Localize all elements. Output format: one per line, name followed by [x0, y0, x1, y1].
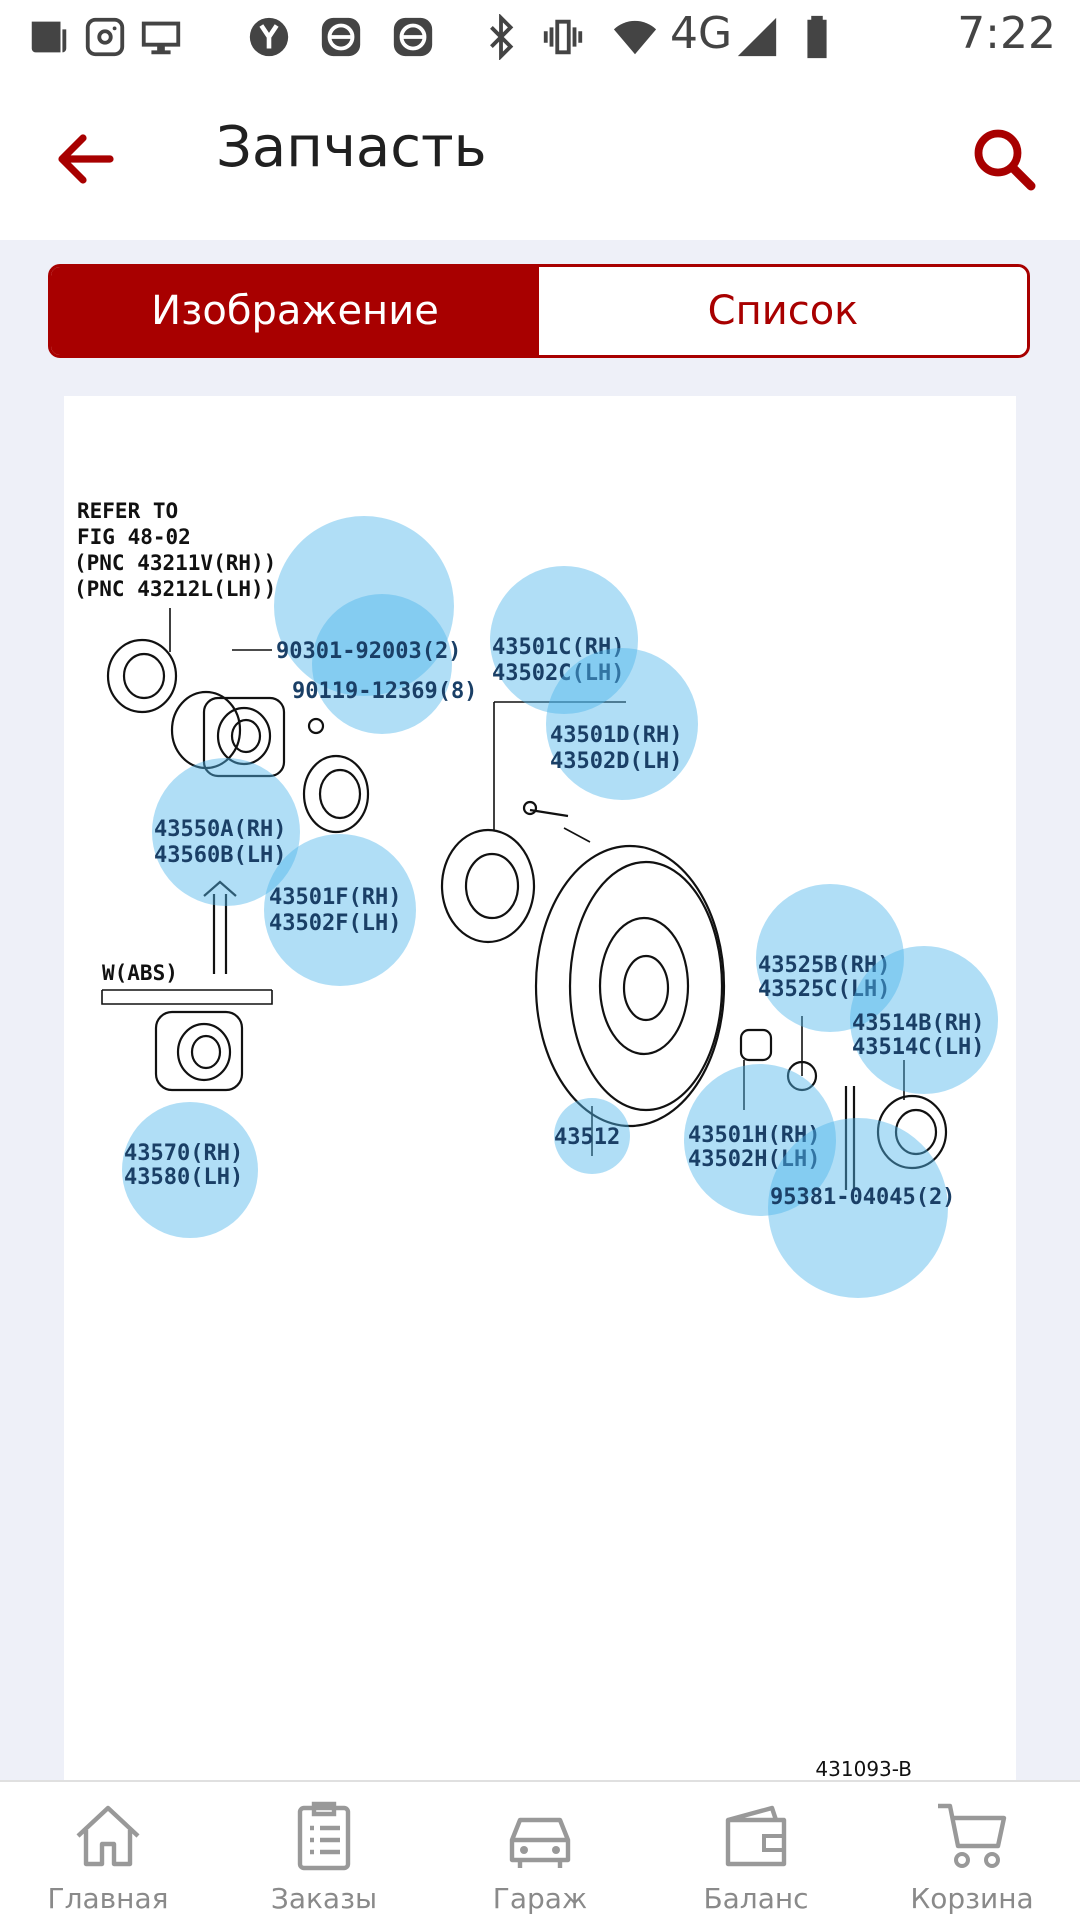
- svg-text:90301-92003(2): 90301-92003(2): [276, 639, 461, 664]
- nav-home-label: Главная: [47, 1882, 169, 1915]
- hotspot-43501H[interactable]: 43501H(RH) 43502H(LH): [684, 1064, 836, 1216]
- hotspot-43512[interactable]: 43512: [554, 1098, 630, 1174]
- refer-note-line-4: (PNC 43212L(LH)): [74, 577, 276, 601]
- svg-text:43580(LH): 43580(LH): [124, 1165, 243, 1190]
- svg-text:43502D(LH): 43502D(LH): [550, 749, 682, 774]
- hotspot-43501D[interactable]: 43501D(RH) 43502D(LH): [546, 648, 698, 800]
- status-bar: 4G 7:22: [0, 0, 1080, 75]
- nav-balance-label: Баланс: [703, 1882, 809, 1915]
- svg-text:43501C(RH): 43501C(RH): [492, 635, 624, 660]
- signal-icon: [737, 17, 777, 57]
- news-icon: [31, 21, 67, 53]
- bluetooth-icon: [490, 14, 514, 60]
- vibrate-icon: [543, 19, 583, 55]
- nav-garage[interactable]: Гараж: [432, 1782, 648, 1922]
- page-title: Запчасть: [216, 115, 487, 180]
- nav-cart[interactable]: Корзина: [864, 1782, 1080, 1922]
- diagram-canvas: REFER TO FIG 48-02 (PNC 43211V(RH)) (PNC…: [74, 499, 998, 1780]
- nav-cart-label: Корзина: [910, 1882, 1034, 1915]
- instagram-icon: [85, 17, 125, 57]
- refer-note-line-3: (PNC 43211V(RH)): [74, 551, 276, 575]
- search-icon[interactable]: [968, 123, 1040, 195]
- cart-icon: [938, 1803, 1007, 1868]
- svg-text:95381-04045(2): 95381-04045(2): [770, 1185, 955, 1210]
- bottom-navigation: Главная Заказы Гараж Баланс Корзина: [0, 1780, 1080, 1922]
- home-icon: [76, 1805, 140, 1867]
- e-app-icon-2: [393, 17, 433, 57]
- wifi-icon: [613, 20, 657, 55]
- part-drawings: [101, 608, 948, 1190]
- svg-text:43501H(RH): 43501H(RH): [688, 1123, 820, 1148]
- app-bar: Запчасть: [0, 75, 1080, 240]
- nav-orders-label: Заказы: [270, 1882, 378, 1915]
- back-arrow-icon[interactable]: [50, 123, 122, 195]
- hotspot-43525B[interactable]: 43525B(RH) 43525C(LH): [756, 884, 904, 1032]
- hotspot-90301-92003[interactable]: 90301-92003(2) 90119-12369(8): [274, 516, 477, 734]
- tab-list[interactable]: Список: [539, 267, 1027, 355]
- nav-orders[interactable]: Заказы: [216, 1782, 432, 1922]
- svg-text:43502F(LH): 43502F(LH): [269, 911, 401, 936]
- svg-text:43525B(RH): 43525B(RH): [758, 953, 890, 978]
- figure-id: 431093-B: [815, 1757, 912, 1780]
- svg-text:43502C(LH): 43502C(LH): [492, 661, 624, 686]
- hotspot-43550A[interactable]: 43550A(RH) 43560B(LH): [152, 758, 300, 906]
- svg-text:43514C(LH): 43514C(LH): [852, 1035, 984, 1060]
- parts-diagram: REFER TO FIG 48-02 (PNC 43211V(RH)) (PNC…: [64, 396, 1016, 1780]
- refer-note-line-1: REFER TO: [77, 499, 178, 523]
- svg-text:43560B(LH): 43560B(LH): [154, 843, 286, 868]
- svg-text:43501D(RH): 43501D(RH): [550, 723, 682, 748]
- nav-balance[interactable]: Баланс: [648, 1782, 864, 1922]
- hotspot-43570[interactable]: 43570(RH) 43580(LH): [122, 1102, 258, 1238]
- orders-icon: [297, 1801, 351, 1871]
- svg-text:43502H(LH): 43502H(LH): [688, 1147, 820, 1172]
- car-icon: [509, 1817, 571, 1868]
- hotspot-43514B[interactable]: 43514B(RH) 43514C(LH): [850, 946, 998, 1094]
- svg-text:43525C(LH): 43525C(LH): [758, 977, 890, 1002]
- hotspot-43501F[interactable]: 43501F(RH) 43502F(LH): [264, 834, 416, 986]
- svg-text:43512: 43512: [554, 1125, 620, 1150]
- svg-text:43514B(RH): 43514B(RH): [852, 1011, 984, 1036]
- e-app-icon: [321, 17, 361, 57]
- svg-text:43570(RH): 43570(RH): [124, 1141, 243, 1166]
- nav-garage-label: Гараж: [492, 1882, 588, 1915]
- yandex-icon: [249, 17, 289, 57]
- abs-label: W(ABS): [102, 961, 178, 985]
- clock: 7:22: [957, 8, 1056, 59]
- nav-home[interactable]: Главная: [0, 1782, 216, 1922]
- svg-text:43550A(RH): 43550A(RH): [154, 817, 286, 842]
- wallet-icon: [725, 1805, 787, 1867]
- network-type: 4G: [670, 8, 733, 59]
- battery-icon: [807, 15, 827, 59]
- tab-image[interactable]: Изображение: [51, 267, 539, 355]
- view-toggle: Изображение Список: [48, 264, 1030, 358]
- hotspot-43501C[interactable]: 43501C(RH) 43502C(LH): [490, 566, 638, 714]
- monitor-icon: [141, 21, 181, 55]
- refer-note-line-2: FIG 48-02: [77, 525, 191, 549]
- svg-text:90119-12369(8): 90119-12369(8): [292, 679, 477, 704]
- hotspot-95381-04045[interactable]: 95381-04045(2): [768, 1118, 955, 1298]
- svg-text:43501F(RH): 43501F(RH): [269, 885, 401, 910]
